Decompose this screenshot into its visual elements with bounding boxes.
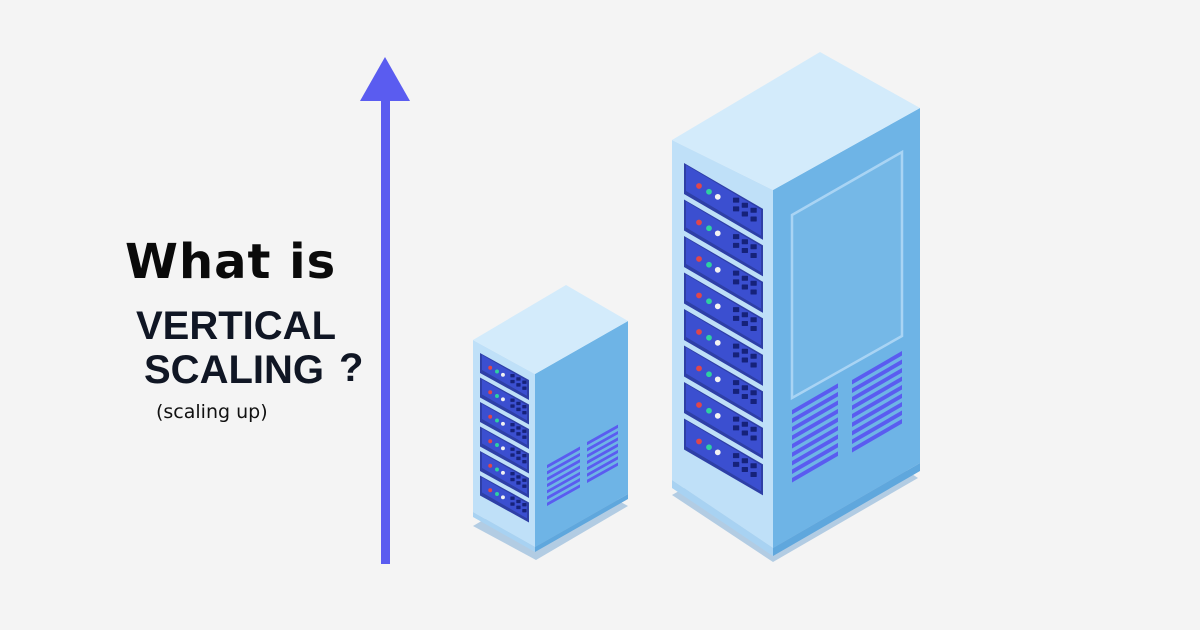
rack-unit: [684, 345, 763, 423]
vent-slat: [547, 459, 580, 481]
small-server-rack-icon: [473, 285, 628, 560]
vent-slat: [547, 484, 580, 506]
vent-slat: [792, 391, 838, 423]
vent-slat: [792, 408, 838, 440]
subtitle: (scaling up): [156, 401, 268, 423]
vent-slat: [587, 462, 618, 483]
large-vents: [792, 351, 902, 483]
rack-unit: [684, 418, 763, 496]
vent-slat: [792, 425, 838, 457]
vent-slat: [792, 451, 838, 483]
vent-slat: [852, 351, 902, 385]
rack-unit: [480, 451, 529, 498]
heading-line-2: VERTICAL: [136, 304, 336, 348]
rack-unit: [480, 353, 529, 400]
vent-slat: [587, 437, 618, 458]
vent-slat: [587, 443, 618, 465]
rack-unit: [684, 199, 763, 277]
rack-unit: [684, 309, 763, 386]
large-server-rack-icon: [672, 52, 920, 562]
vent-slat: [852, 419, 902, 453]
question-mark: ?: [339, 346, 364, 390]
vent-slat: [587, 430, 618, 452]
small-vents: [547, 424, 618, 506]
vent-slat: [587, 424, 618, 446]
large-rack-units: [684, 163, 763, 496]
rack-unit: [684, 272, 763, 350]
vent-slat: [547, 471, 580, 494]
vent-slat: [852, 385, 902, 419]
rack-unit: [684, 382, 763, 459]
vent-slat: [587, 449, 618, 471]
vent-slat: [792, 417, 838, 449]
vent-slat: [852, 359, 902, 393]
rack-unit: [684, 236, 763, 313]
small-rack-units: [480, 353, 529, 523]
vent-slat: [792, 434, 838, 466]
heading-line-1: What is: [125, 234, 337, 290]
vent-slat: [792, 442, 838, 474]
rack-unit: [480, 426, 529, 474]
vent-slat: [852, 368, 902, 402]
vent-slat: [852, 410, 902, 444]
vent-slat: [852, 376, 902, 410]
heading-line-3: SCALING: [144, 348, 324, 392]
vent-slat: [547, 465, 580, 488]
vent-slat: [852, 402, 902, 436]
rack-unit: [480, 475, 529, 523]
rack-unit: [480, 377, 529, 425]
vent-slat: [792, 383, 838, 415]
vent-slat: [547, 452, 580, 475]
vent-slat: [852, 393, 902, 427]
vent-slat: [547, 478, 580, 500]
vent-slat: [792, 400, 838, 432]
rack-unit: [480, 402, 529, 449]
vent-slat: [587, 456, 618, 477]
vent-slat: [547, 446, 580, 469]
up-arrow-icon: [360, 57, 410, 564]
rack-unit: [684, 163, 763, 240]
